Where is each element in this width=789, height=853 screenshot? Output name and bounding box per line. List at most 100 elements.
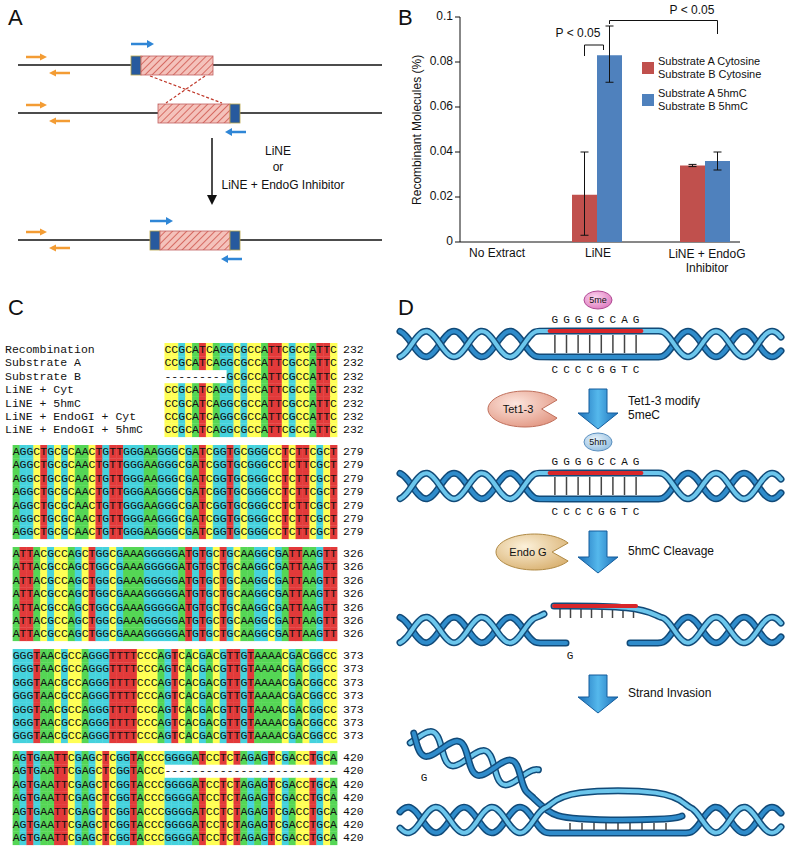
primer bbox=[227, 258, 242, 261]
alignment-row-colours bbox=[13, 574, 338, 588]
position-number: 232 bbox=[343, 370, 364, 383]
sequence-row: GGGTAACGCCAGGGTTTTCCCAGTCACGACGTTGTAAAAC… bbox=[13, 689, 337, 702]
label-holder: AGGCTGCGCAACTGTTGGGAAGGGCGATCGGTGCGGGCCT… bbox=[13, 499, 337, 512]
label-holder: 373 bbox=[343, 703, 364, 716]
text-holder: Tet1-3 bbox=[503, 403, 534, 416]
label-holder: 373 bbox=[343, 716, 364, 729]
position-number: 232 bbox=[343, 410, 364, 423]
tick-marks bbox=[455, 17, 460, 242]
label-holder: 0.06 bbox=[430, 100, 453, 114]
significance-bracket bbox=[610, 21, 718, 35]
primer bbox=[26, 104, 41, 107]
text-holder: CCCCGGTC bbox=[552, 364, 645, 377]
label-holder: AGGCTGCGCAACTGTTGGGAAGGGCGATCGGTGCGGGCCT… bbox=[13, 485, 337, 498]
label-holder: 373 bbox=[343, 662, 364, 675]
position-number: 326 bbox=[343, 560, 364, 573]
label-holder: 420 bbox=[343, 764, 364, 777]
dna-strand bbox=[400, 614, 544, 643]
alignment-row-colours bbox=[164, 397, 337, 411]
label-holder: AGGCTGCGCAACTGTTGGGAAGGGCGATCGGTGCGGGCCT… bbox=[13, 458, 337, 471]
label-holder: 326 bbox=[343, 587, 364, 600]
alignment-row-colours bbox=[13, 547, 338, 561]
sequence-row: GGGTAACGCCAGGGTTTTCCCAGTCACGACGTTGTAAAAC… bbox=[13, 676, 337, 689]
position-number: 373 bbox=[343, 703, 364, 716]
sequence-row: AGGCTGCGCAACTGTTGGGAAGGGCGATCGGTGCGGGCCT… bbox=[13, 472, 337, 485]
dna-strand-edge bbox=[400, 473, 781, 499]
treatment-label: LiNE bbox=[265, 145, 291, 159]
label-holder: ATTACGCCAGCTGGCGAAAGGGGGATGTGCTGCAAGGCGA… bbox=[13, 587, 337, 600]
position-number: 326 bbox=[343, 627, 364, 640]
cleaved-dna: G bbox=[398, 576, 783, 672]
label-holder: AGTGAATTCGAGCTCGGTACCCGGGGATCCTCTAGAGTCG… bbox=[13, 791, 337, 804]
dna-strand bbox=[400, 791, 781, 833]
label-holder: 420 bbox=[343, 791, 364, 804]
alignment-row-colours bbox=[13, 445, 338, 459]
dna-strand-edge bbox=[400, 331, 781, 357]
legend-item: Substrate A Cytosine Substrate B Cytosin… bbox=[642, 55, 770, 80]
alignment-row-colours bbox=[13, 458, 338, 472]
blue-block bbox=[150, 231, 160, 250]
bar bbox=[705, 161, 730, 242]
process-arrow bbox=[578, 675, 618, 713]
alignment-row-colours bbox=[13, 831, 338, 845]
error-bar bbox=[714, 152, 722, 170]
base-pair bbox=[624, 477, 626, 495]
base-pair bbox=[635, 477, 637, 495]
tick-label: 0.04 bbox=[430, 145, 453, 159]
position-number: 232 bbox=[343, 383, 364, 396]
label-holder: CCGCATCAGGCGCCATTCGCCATTC bbox=[164, 397, 337, 410]
position-number: 279 bbox=[343, 458, 364, 471]
base-pair bbox=[601, 335, 603, 353]
sequence-row: AGGCTGCGCAACTGTTGGGAAGGGCGATCGGTGCGGGCCT… bbox=[13, 485, 337, 498]
label-holder: GGGTAACGCCAGGGTTTTCCCAGTCACGACGTTGTAAAAC… bbox=[13, 729, 337, 742]
sequence-row: AGGCTGCGCAACTGTTGGGAAGGGCGATCGGTGCGGGCCT… bbox=[13, 499, 337, 512]
legend-text: Substrate A Cytosine Substrate B Cytosin… bbox=[658, 55, 770, 80]
sequence-row: CCGCATCAGGCGCCATTCGCCATTC bbox=[164, 397, 337, 410]
homology-box bbox=[160, 231, 230, 250]
error-bar bbox=[606, 26, 614, 82]
label-holder: 0.02 bbox=[430, 190, 453, 204]
label-holder: LiNE + Cyt bbox=[5, 383, 74, 396]
base-pair bbox=[581, 823, 583, 830]
position-number: 326 bbox=[343, 587, 364, 600]
invasion-dna: G bbox=[398, 716, 783, 850]
label-holder: 279 bbox=[343, 512, 364, 525]
step-label: Tet1-3 modify 5meC bbox=[628, 395, 723, 423]
sequence-row: GGGTAACGCCAGGGTTTTCCCAGTCACGACGTTGTAAAAC… bbox=[13, 729, 337, 742]
label-holder: GGGTAACGCCAGGGTTTTCCCAGTCACGACGTTGTAAAAC… bbox=[13, 676, 337, 689]
label-holder: Recombination bbox=[5, 343, 95, 356]
position-number: 373 bbox=[343, 689, 364, 702]
base-pair bbox=[653, 823, 655, 830]
label-holder: 373 bbox=[343, 676, 364, 689]
label-holder: GGGTAACGCCAGGGTTTTCCCAGTCACGACGTTGTAAAAC… bbox=[13, 662, 337, 675]
base-pairs bbox=[570, 823, 666, 830]
text-holder: GGGGCCAG bbox=[552, 456, 645, 469]
primer bbox=[131, 43, 148, 46]
label-holder: 279 bbox=[343, 445, 364, 458]
text-holder: CCCCGGTC bbox=[552, 506, 645, 519]
node-outline bbox=[398, 716, 783, 850]
alignment-row-colours bbox=[13, 499, 338, 513]
label-holder: 326 bbox=[343, 627, 364, 640]
sequence-row: ---------GCGCCATTCGCCATTC bbox=[164, 370, 337, 383]
label-holder: ---------GCGCCATTCGCCATTC bbox=[164, 370, 337, 383]
blue-primers bbox=[131, 40, 246, 263]
alignment-row-colours bbox=[13, 791, 338, 805]
label-holder: CCGCATCAGGCGCCATTCGCCATTC bbox=[164, 356, 337, 369]
text-holder: GGGGCCAG bbox=[552, 314, 645, 327]
label-holder: 373 bbox=[343, 649, 364, 662]
text-holder: 5me bbox=[589, 295, 607, 305]
legend-swatch bbox=[642, 94, 654, 106]
legend-item: Substrate A 5hmC Substrate B 5hmC bbox=[642, 87, 770, 112]
text-holder: G bbox=[567, 650, 574, 663]
alignment-row-colours bbox=[13, 676, 338, 690]
sequence-row: AGTGAATTCGAGCTCGGTACCCGGGGATCCTCTAGAGTCG… bbox=[13, 818, 337, 831]
alignment-row-colours bbox=[13, 729, 338, 743]
error-bar bbox=[689, 164, 697, 166]
sequence-row: ATTACGCCAGCTGGCGAAAGGGGGATGTGCTGCAAGGCGA… bbox=[13, 627, 337, 640]
primer bbox=[150, 220, 167, 223]
enzyme-name: Tet1-3 bbox=[503, 403, 534, 416]
sequence-row: AGTGAATTCGAGCTCGGTACCCGGGGATCCTCTAGAGTCG… bbox=[13, 751, 337, 764]
dna-strand bbox=[400, 617, 566, 643]
label-holder: 232 bbox=[343, 383, 364, 396]
